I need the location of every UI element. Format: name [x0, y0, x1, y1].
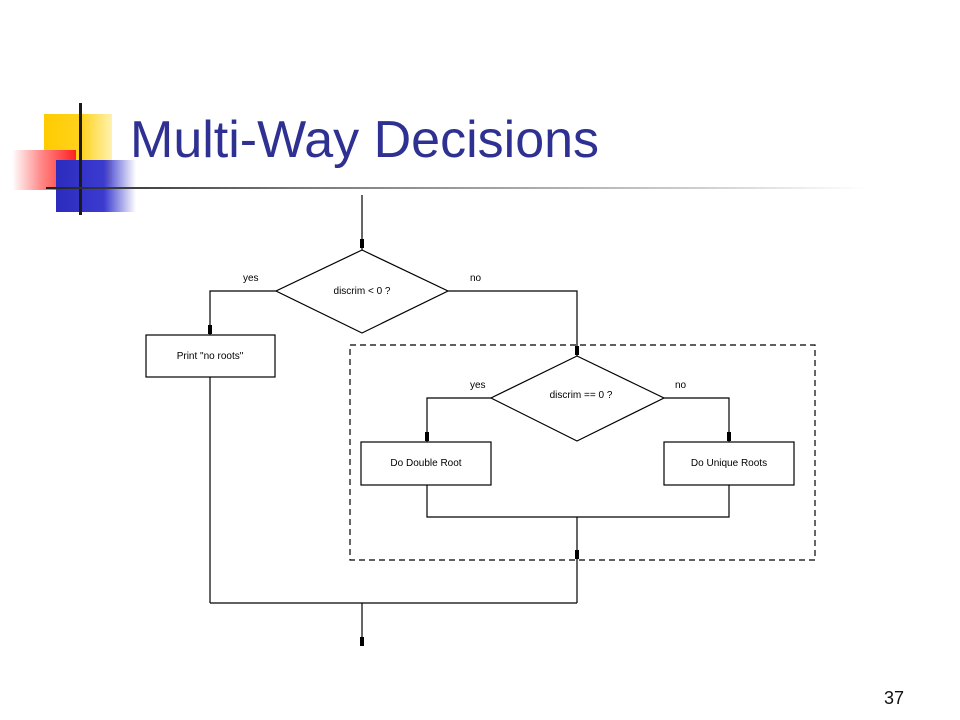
- outer-no-connector: [448, 290, 578, 356]
- arrowhead: [727, 432, 731, 441]
- box-double-root-shape: [360, 441, 492, 486]
- inner-yes-label: yes: [470, 380, 486, 391]
- arrowhead: [425, 432, 429, 441]
- outer-no-label: no: [470, 273, 482, 284]
- decision-inner-label: discrim == 0 ?: [550, 390, 613, 401]
- inner-no-label: no: [675, 380, 687, 391]
- box-unique-roots-label: Do Unique Roots: [691, 458, 767, 469]
- arrowhead: [208, 325, 212, 334]
- flow-arrowheads: [208, 239, 731, 646]
- arrowhead: [575, 346, 579, 355]
- outer-yes-label: yes: [243, 273, 259, 284]
- box-no-roots-label: Print "no roots": [177, 351, 244, 362]
- arrowhead: [575, 550, 579, 559]
- box-double-root-label: Do Double Root: [390, 458, 461, 469]
- decision-outer-label: discrim < 0 ?: [334, 286, 391, 297]
- decision-outer-diamond: [274, 249, 450, 334]
- decorative-vertical-line: [79, 103, 82, 215]
- inner-merge-connector: [426, 485, 730, 518]
- decision-inner-diamond: [489, 355, 666, 442]
- inner-no-connector: [664, 397, 730, 442]
- decorative-blue-square: [56, 160, 136, 212]
- inner-yes-connector: [426, 397, 491, 442]
- arrowhead: [360, 239, 364, 248]
- title-underline: [46, 187, 866, 189]
- slide-number: 37: [883, 688, 904, 708]
- arrowhead: [360, 637, 364, 646]
- slide-title: Multi-Way Decisions: [130, 111, 600, 169]
- outer-yes-connector: [209, 290, 276, 335]
- nested-decision-dashed-box: [349, 344, 816, 561]
